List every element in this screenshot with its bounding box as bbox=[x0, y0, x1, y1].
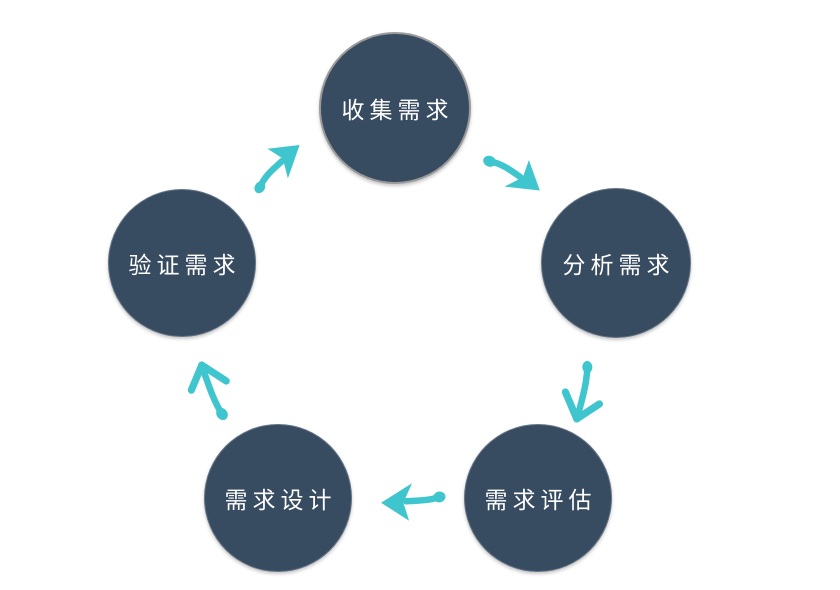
arrow-verify-to-collect-icon bbox=[225, 114, 326, 215]
node-collect-requirements: 收集需求 bbox=[319, 32, 471, 184]
arrow-evaluate-to-design-icon bbox=[369, 466, 455, 538]
node-design-requirements-label: 需求设计 bbox=[224, 488, 337, 514]
node-analyze-requirements-label: 分析需求 bbox=[562, 253, 675, 279]
node-analyze-requirements: 分析需求 bbox=[541, 188, 691, 338]
node-evaluate-requirements: 需求评估 bbox=[464, 424, 612, 572]
node-evaluate-requirements-label: 需求评估 bbox=[484, 488, 597, 514]
node-verify-requirements: 验证需求 bbox=[108, 189, 256, 337]
arrow-analyze-to-evaluate-icon bbox=[540, 347, 630, 437]
arrow-design-to-verify-icon bbox=[165, 347, 255, 437]
arrow-collect-to-analyze-icon bbox=[464, 121, 565, 222]
node-verify-requirements-label: 验证需求 bbox=[128, 253, 241, 279]
node-collect-requirements-label: 收集需求 bbox=[341, 98, 454, 124]
node-design-requirements: 需求设计 bbox=[204, 424, 352, 572]
